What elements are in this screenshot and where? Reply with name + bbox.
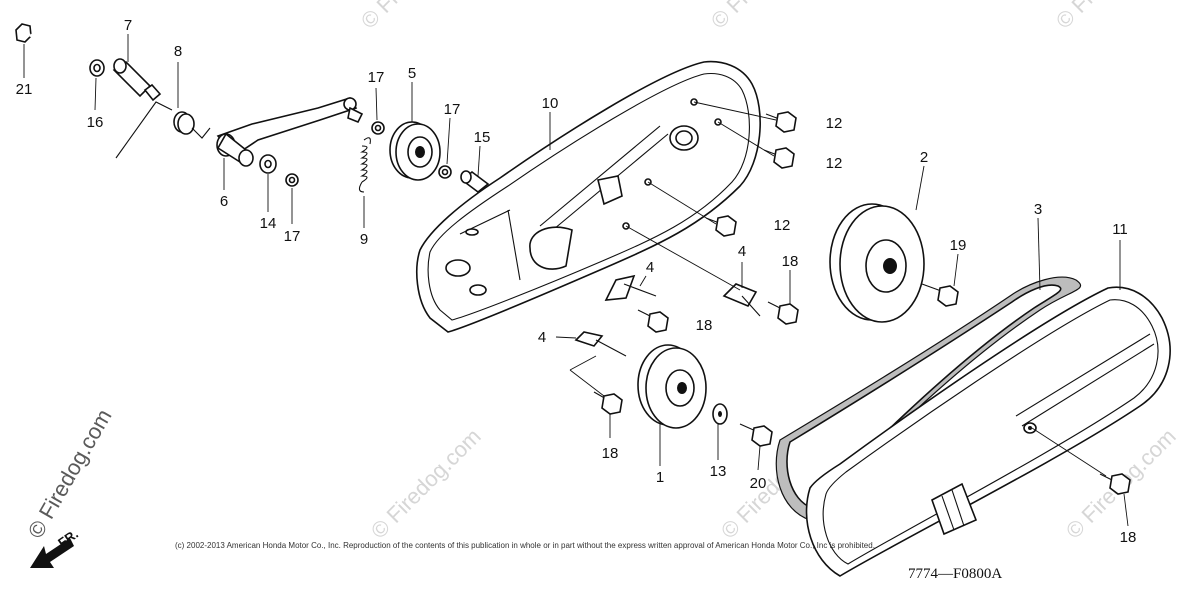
pulley-2 [829, 203, 925, 323]
callout-8: 8 [174, 43, 182, 60]
callout-4-upper: 4 [646, 259, 654, 276]
leader-lines [23, 34, 1129, 527]
bolt-20 [739, 423, 773, 447]
watermark-top-1: © Firedog.com [356, 0, 476, 34]
bracket-4-lower [574, 331, 627, 357]
bolt-21 [15, 23, 89, 64]
washer-14 [259, 154, 277, 174]
callout-18-upper: 18 [696, 317, 713, 334]
callouts: 7 8 21 16 6 14 17 9 17 5 17 15 10 12 12 … [16, 17, 1137, 546]
callout-18-lower: 18 [602, 445, 619, 462]
collar-7 [112, 58, 162, 102]
watermark-bottom-1: © Firedog.com [366, 424, 486, 544]
belt-case-10 [416, 60, 761, 333]
copyright-notice: (c) 2002-2013 American Honda Motor Co., … [175, 541, 875, 550]
bolt-18-right [767, 301, 799, 325]
callout-4-right: 4 [738, 243, 746, 260]
bolt-12-middle [763, 147, 795, 169]
callout-15: 15 [474, 129, 491, 146]
belt-cover-11 [805, 286, 1171, 577]
collar-15 [460, 170, 490, 194]
bolt-12-lower [705, 215, 737, 237]
bracket-4-upper [604, 274, 657, 301]
tension-arm-6 [216, 97, 364, 167]
pulley-1 [637, 344, 707, 429]
callout-4-lower: 4 [538, 329, 546, 346]
callout-14: 14 [260, 215, 277, 232]
idler-pulley-5 [389, 121, 441, 181]
callout-12-lower: 12 [774, 217, 791, 234]
callout-3: 3 [1034, 201, 1042, 218]
callout-10: 10 [542, 95, 559, 112]
callout-17-right: 17 [444, 101, 461, 118]
clip-17-right [438, 165, 452, 179]
watermark-top-2: © Firedog.com [706, 0, 826, 34]
bolt-12-top [765, 111, 797, 133]
washer-16 [89, 59, 105, 77]
callout-7: 7 [124, 17, 132, 34]
callout-13: 13 [710, 463, 727, 480]
spring-8 [115, 101, 211, 159]
callout-6: 6 [220, 193, 228, 210]
bolt-18-upper [637, 309, 669, 333]
callout-19: 19 [950, 237, 967, 254]
callout-5: 5 [408, 65, 416, 82]
callout-12-middle: 12 [826, 155, 843, 172]
callout-21: 21 [16, 81, 33, 98]
bolt-18-far-right [1099, 473, 1131, 495]
callout-16: 16 [87, 114, 104, 131]
callout-18-far-right: 18 [1120, 529, 1137, 546]
callout-20: 20 [750, 475, 767, 492]
watermark-left: © Firedog.com [23, 405, 117, 543]
watermark-top-3: © Firedog.com [1051, 0, 1171, 34]
clip-17-lower [285, 173, 299, 187]
callout-17-upper: 17 [368, 69, 385, 86]
bolt-18-lower [593, 391, 623, 415]
callout-1: 1 [656, 469, 664, 486]
tension-spring-9 [358, 137, 371, 193]
callout-18-right: 18 [782, 253, 799, 270]
callout-17-lower: 17 [284, 228, 301, 245]
callout-12-top: 12 [826, 115, 843, 132]
callout-11: 11 [1112, 221, 1128, 238]
callout-2: 2 [920, 149, 928, 166]
diagram-code: 7774—F0800A [908, 566, 1002, 582]
bracket-4-right [722, 283, 761, 317]
clip-17-upper [371, 121, 385, 135]
callout-9: 9 [360, 231, 368, 248]
bolt-19 [921, 283, 959, 307]
washer-13 [712, 403, 728, 425]
